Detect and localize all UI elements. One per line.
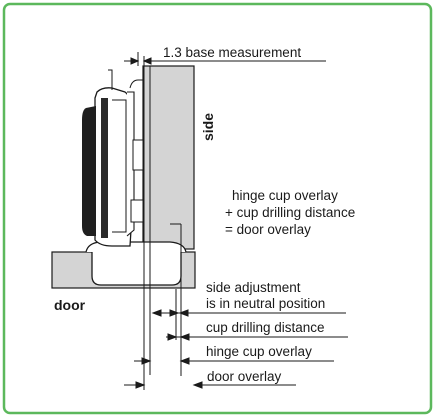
door-overlay-dimension <box>124 381 296 389</box>
overlay-formula-line1: hinge cup overlay <box>232 188 338 203</box>
hinge-arm <box>82 69 144 247</box>
door-label: door <box>54 297 86 313</box>
cup-drilling-distance-dimension <box>166 333 348 341</box>
reference-lines <box>143 66 182 390</box>
base-measurement-marker <box>124 52 326 66</box>
side-adjustment-label-line1: side adjustment <box>206 280 301 295</box>
side-adjustment-dimension <box>151 309 346 317</box>
door-overlay-label: door overlay <box>207 369 282 384</box>
overlay-formula-line2: + cup drilling distance <box>225 205 355 220</box>
hinge-cup <box>91 252 182 286</box>
side-adjustment-label-line2: is in neutral position <box>206 296 325 311</box>
overlay-formula-line3: = door overlay <box>225 222 311 237</box>
cup-drilling-distance-label: cup drilling distance <box>206 320 325 335</box>
side-panel <box>142 65 195 250</box>
base-measurement-label: 1.3 base measurement <box>163 45 301 60</box>
hinge-cup-overlay-label: hinge cup overlay <box>206 344 312 359</box>
side-label: side <box>200 113 216 141</box>
hinge-cup-overlay-dimension <box>134 357 334 365</box>
